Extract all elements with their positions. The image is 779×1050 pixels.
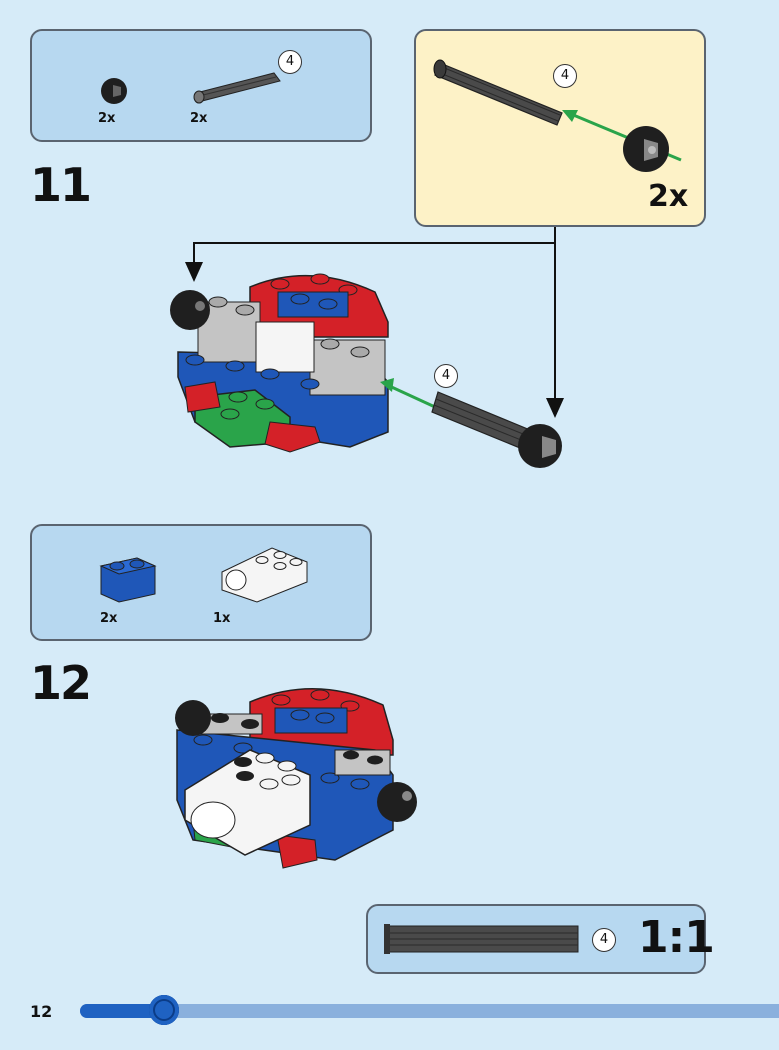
model-step-12	[175, 688, 417, 869]
axle-scale-icon	[384, 924, 579, 954]
axle-length-badge: 4	[278, 50, 302, 74]
step-number-12: 12	[30, 656, 92, 710]
page-number: 12	[30, 1002, 53, 1021]
part-qty-ball: 2x	[98, 111, 116, 126]
white-connector-icon	[221, 547, 308, 603]
submodel-axle-icon	[433, 59, 563, 126]
placement-arrows	[185, 227, 564, 418]
model-step-11	[170, 273, 389, 453]
part-qty-blue-brick: 2x	[100, 611, 118, 626]
submodel-ball-icon	[623, 126, 669, 172]
submodel-qty: 2x	[648, 179, 689, 214]
part-qty-white-connector: 1x	[213, 611, 231, 626]
scale-length-badge: 4	[592, 928, 616, 952]
step-number-11: 11	[30, 158, 92, 212]
blue-brick-icon	[99, 557, 157, 603]
axle-icon	[193, 72, 281, 104]
submodel-axle-length-badge: 4	[553, 64, 577, 88]
progress-fill	[80, 1004, 164, 1018]
progress-track	[80, 1004, 779, 1018]
progress-knob	[149, 995, 179, 1025]
scale-ratio: 1:1	[638, 912, 715, 963]
incoming-axle-assembly	[380, 378, 562, 468]
submodel-box: 4 2x	[414, 29, 706, 227]
assembly-axle-length-badge: 4	[434, 364, 458, 388]
parts-box-step-12: 2x 1x	[30, 524, 372, 641]
ball-joint-icon	[101, 78, 127, 104]
scale-reference-box: 4 1:1	[366, 904, 715, 974]
part-qty-axle: 2x	[190, 111, 208, 126]
parts-box-step-11: 2x 2x 4	[30, 29, 372, 142]
